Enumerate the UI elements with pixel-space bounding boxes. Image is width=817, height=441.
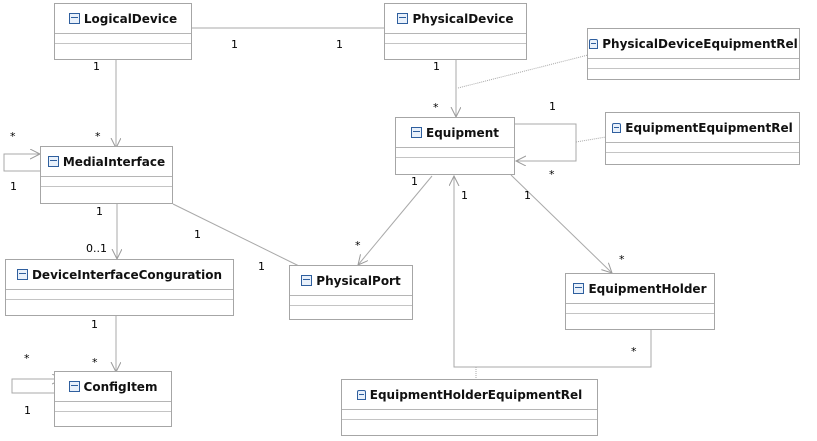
multiplicity-label: 1 bbox=[24, 404, 31, 417]
multiplicity-label: 1 bbox=[194, 228, 201, 241]
relation-class-icon bbox=[612, 122, 622, 133]
class-icon bbox=[397, 13, 409, 24]
class-icon bbox=[411, 127, 423, 138]
multiplicity-label: 1 bbox=[549, 100, 556, 113]
multiplicity-label: 1 bbox=[433, 60, 440, 73]
class-device-interface-conguration[interactable]: DeviceInterfaceConguration bbox=[5, 259, 234, 316]
class-equipment-holder-equipment-rel[interactable]: EquipmentHolderEquipmentRel bbox=[341, 379, 598, 436]
class-icon bbox=[301, 275, 313, 286]
multiplicity-label: 1 bbox=[524, 189, 531, 202]
multiplicity-label: * bbox=[92, 356, 98, 369]
class-name: Equipment bbox=[426, 125, 499, 140]
class-media-interface[interactable]: MediaInterface bbox=[40, 146, 173, 204]
class-equipment-holder[interactable]: EquipmentHolder bbox=[565, 273, 715, 330]
class-icon bbox=[573, 283, 585, 294]
multiplicity-label: * bbox=[433, 101, 439, 114]
rel-physical-device-equipment bbox=[457, 54, 589, 89]
relation-class-icon bbox=[356, 389, 366, 400]
multiplicity-label: * bbox=[355, 239, 361, 252]
multiplicity-label: 1 bbox=[411, 175, 418, 188]
class-name: EquipmentEquipmentRel bbox=[625, 120, 793, 135]
assoc-media-interface-port bbox=[172, 203, 300, 267]
class-equipment-equipment-rel[interactable]: EquipmentEquipmentRel bbox=[605, 112, 800, 165]
class-name: PhysicalDevice bbox=[412, 11, 514, 26]
multiplicity-label: * bbox=[10, 130, 16, 143]
class-icon bbox=[47, 156, 59, 167]
multiplicity-label: 1 bbox=[231, 38, 238, 51]
class-physical-port[interactable]: PhysicalPort bbox=[289, 265, 413, 320]
multiplicity-label: 1 bbox=[258, 260, 265, 273]
class-name: EquipmentHolder bbox=[588, 281, 707, 296]
assoc-config-item-self bbox=[11, 379, 64, 394]
class-icon bbox=[68, 381, 80, 392]
class-physical-device[interactable]: PhysicalDevice bbox=[384, 3, 527, 60]
multiplicity-label: 1 bbox=[461, 189, 468, 202]
class-name: MediaInterface bbox=[62, 154, 166, 169]
relation-class-icon bbox=[589, 38, 599, 49]
multiplicity-label: * bbox=[95, 130, 101, 143]
class-logical-device[interactable]: LogicalDevice bbox=[54, 3, 192, 60]
class-name: ConfigItem bbox=[83, 379, 158, 394]
multiplicity-label: * bbox=[24, 352, 30, 365]
multiplicity-label: * bbox=[619, 253, 625, 266]
assoc-equipment-self bbox=[514, 123, 577, 161]
class-name: DeviceInterfaceConguration bbox=[31, 267, 223, 282]
multiplicity-label: 1 bbox=[10, 180, 17, 193]
class-name: EquipmentHolderEquipmentRel bbox=[369, 387, 583, 402]
multiplicity-label: 1 bbox=[336, 38, 343, 51]
class-physical-device-equipment-rel[interactable]: PhysicalDeviceEquipmentRel bbox=[587, 28, 800, 80]
multiplicity-label: 1 bbox=[91, 318, 98, 331]
class-icon bbox=[16, 269, 28, 280]
assoc-equipment-holder bbox=[510, 174, 612, 273]
assoc-equipment-port bbox=[358, 175, 433, 265]
multiplicity-label: 0..1 bbox=[86, 242, 107, 255]
class-name: PhysicalDeviceEquipmentRel bbox=[602, 36, 798, 51]
multiplicity-label: 1 bbox=[93, 60, 100, 73]
class-config-item[interactable]: ConfigItem bbox=[54, 371, 172, 427]
rel-equipment-equipment bbox=[575, 136, 607, 143]
class-equipment[interactable]: Equipment bbox=[395, 117, 515, 175]
multiplicity-label: * bbox=[631, 345, 637, 358]
multiplicity-label: 1 bbox=[96, 205, 103, 218]
class-name: LogicalDevice bbox=[83, 11, 178, 26]
class-name: PhysicalPort bbox=[316, 273, 401, 288]
class-icon bbox=[68, 13, 80, 24]
assoc-holder-equipment bbox=[454, 176, 652, 368]
assoc-media-interface-self bbox=[3, 154, 42, 172]
multiplicity-label: * bbox=[549, 168, 555, 181]
